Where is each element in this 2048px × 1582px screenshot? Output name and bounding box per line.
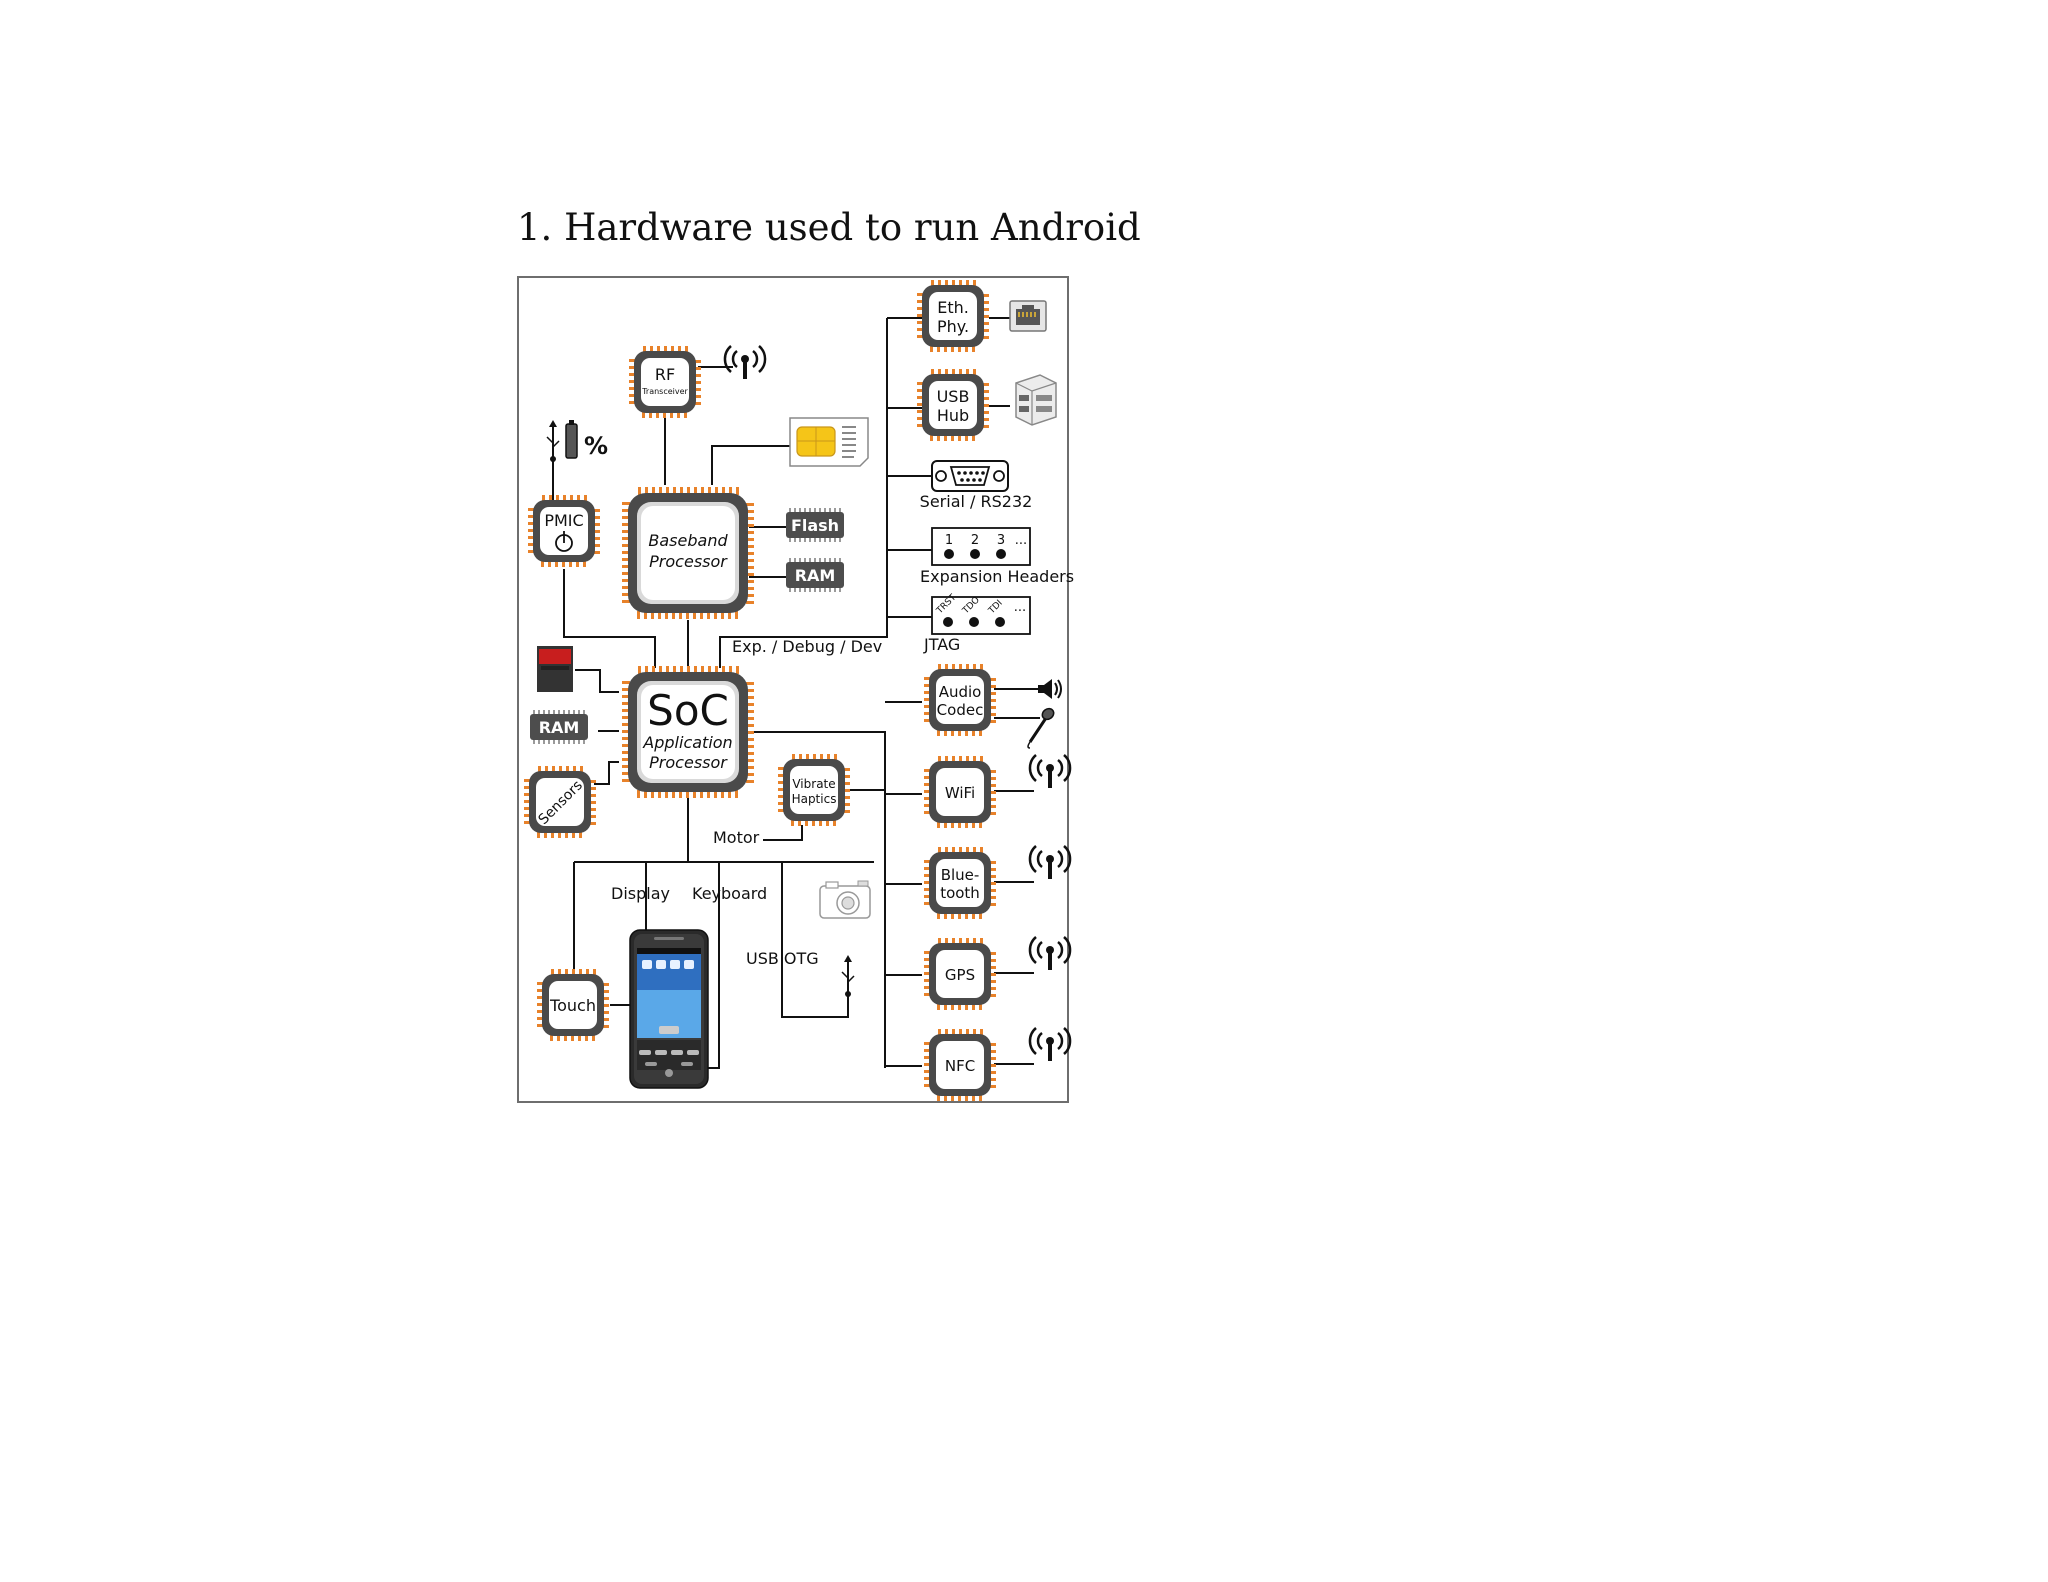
svg-text:RF: RF	[655, 365, 675, 384]
svg-text:Hub: Hub	[937, 406, 969, 425]
baseband-ram-chip: RAM	[786, 558, 844, 592]
svg-text:RAM: RAM	[795, 566, 836, 585]
svg-text:3: 3	[997, 533, 1005, 548]
svg-text:SoC: SoC	[647, 686, 729, 735]
svg-text:WiFi: WiFi	[945, 784, 975, 802]
microphone-icon	[1027, 707, 1055, 749]
svg-text:Baseband: Baseband	[648, 531, 728, 550]
svg-text:Application: Application	[642, 733, 732, 752]
baseband-processor-chip: Baseband Processor	[622, 487, 754, 619]
pmic-chip: PMIC	[528, 495, 600, 567]
svg-text:...: ...	[1015, 533, 1027, 548]
power-icon	[555, 531, 573, 552]
motor-label: Motor	[713, 828, 760, 847]
nfc-chip: NFC	[924, 1029, 996, 1101]
keyboard-label: Keyboard	[692, 884, 767, 903]
svg-text:Transceiver: Transceiver	[641, 387, 688, 396]
svg-text:Haptics: Haptics	[792, 792, 837, 806]
antenna-icon	[1028, 1026, 1072, 1063]
battery-percent-symbol: %	[584, 432, 608, 460]
vibrate-haptics-chip: Vibrate Haptics	[778, 754, 850, 826]
svg-text:Audio: Audio	[939, 683, 982, 701]
antenna-icon	[723, 344, 767, 381]
svg-text:Flash: Flash	[791, 516, 839, 535]
svg-text:Eth.: Eth.	[937, 298, 969, 317]
camera-icon	[819, 880, 871, 919]
rf-transceiver-chip: RF Transceiver	[629, 346, 701, 418]
usb-hub-chip: USB Hub	[917, 369, 989, 441]
speaker-icon	[1038, 679, 1062, 699]
svg-text:Codec: Codec	[937, 701, 984, 719]
expansion-headers-label: Expansion Headers	[920, 567, 1074, 586]
svg-text:Vibrate: Vibrate	[792, 777, 835, 791]
bluetooth-chip: Blue- tooth	[924, 847, 996, 919]
audio-codec-chip: Audio Codec	[924, 664, 996, 736]
svg-text:Blue-: Blue-	[941, 866, 980, 884]
page-heading: 1. Hardware used to run Android	[517, 206, 1141, 249]
touch-chip: Touch	[537, 969, 609, 1041]
wifi-chip: WiFi	[924, 756, 996, 828]
sd-card-icon	[537, 646, 573, 692]
ethernet-port-icon	[1009, 300, 1047, 332]
antenna-icon	[1028, 844, 1072, 881]
usb-icon	[841, 955, 855, 997]
jtag-label: JTAG	[923, 635, 960, 654]
usb-otg-label: USB OTG	[746, 949, 819, 968]
svg-text:Phy.: Phy.	[937, 317, 969, 336]
svg-text:Processor: Processor	[649, 753, 728, 772]
svg-text:PMIC: PMIC	[544, 511, 583, 530]
usb-port-icon	[1015, 374, 1057, 426]
antenna-icon	[1028, 935, 1072, 972]
battery-icon	[565, 420, 578, 459]
expansion-headers-icon: 1 2 3 ...	[931, 527, 1031, 566]
serial-label: Serial / RS232	[920, 492, 1033, 511]
connection-lines	[552, 317, 1040, 1069]
jtag-icon: TRST TDO TDI ...	[931, 592, 1031, 635]
display-label: Display	[611, 884, 670, 903]
svg-text:GPS: GPS	[945, 966, 975, 984]
serial-port-icon	[931, 460, 1009, 492]
svg-text:USB: USB	[937, 387, 970, 406]
soc-application-processor-chip: SoC Application Processor	[622, 666, 754, 798]
svg-text:1: 1	[945, 533, 953, 548]
usb-icon	[546, 420, 560, 462]
svg-text:Touch: Touch	[549, 996, 596, 1015]
flash-memory-chip: Flash	[786, 508, 844, 542]
gps-chip: GPS	[924, 938, 996, 1010]
antenna-icon	[1028, 753, 1072, 790]
exp-debug-dev-label: Exp. / Debug / Dev	[732, 637, 882, 656]
svg-text:NFC: NFC	[945, 1057, 975, 1075]
soc-ram-chip: RAM	[530, 710, 588, 744]
ethernet-phy-chip: Eth. Phy.	[917, 280, 989, 352]
svg-text:2: 2	[971, 533, 979, 548]
svg-text:tooth: tooth	[940, 884, 980, 902]
phone-icon	[629, 929, 709, 1089]
svg-text:RAM: RAM	[539, 718, 580, 737]
svg-text:...: ...	[1014, 600, 1026, 615]
sim-card-icon	[789, 417, 869, 467]
sensors-chip: Sensors	[524, 766, 596, 838]
svg-text:Processor: Processor	[649, 552, 728, 571]
